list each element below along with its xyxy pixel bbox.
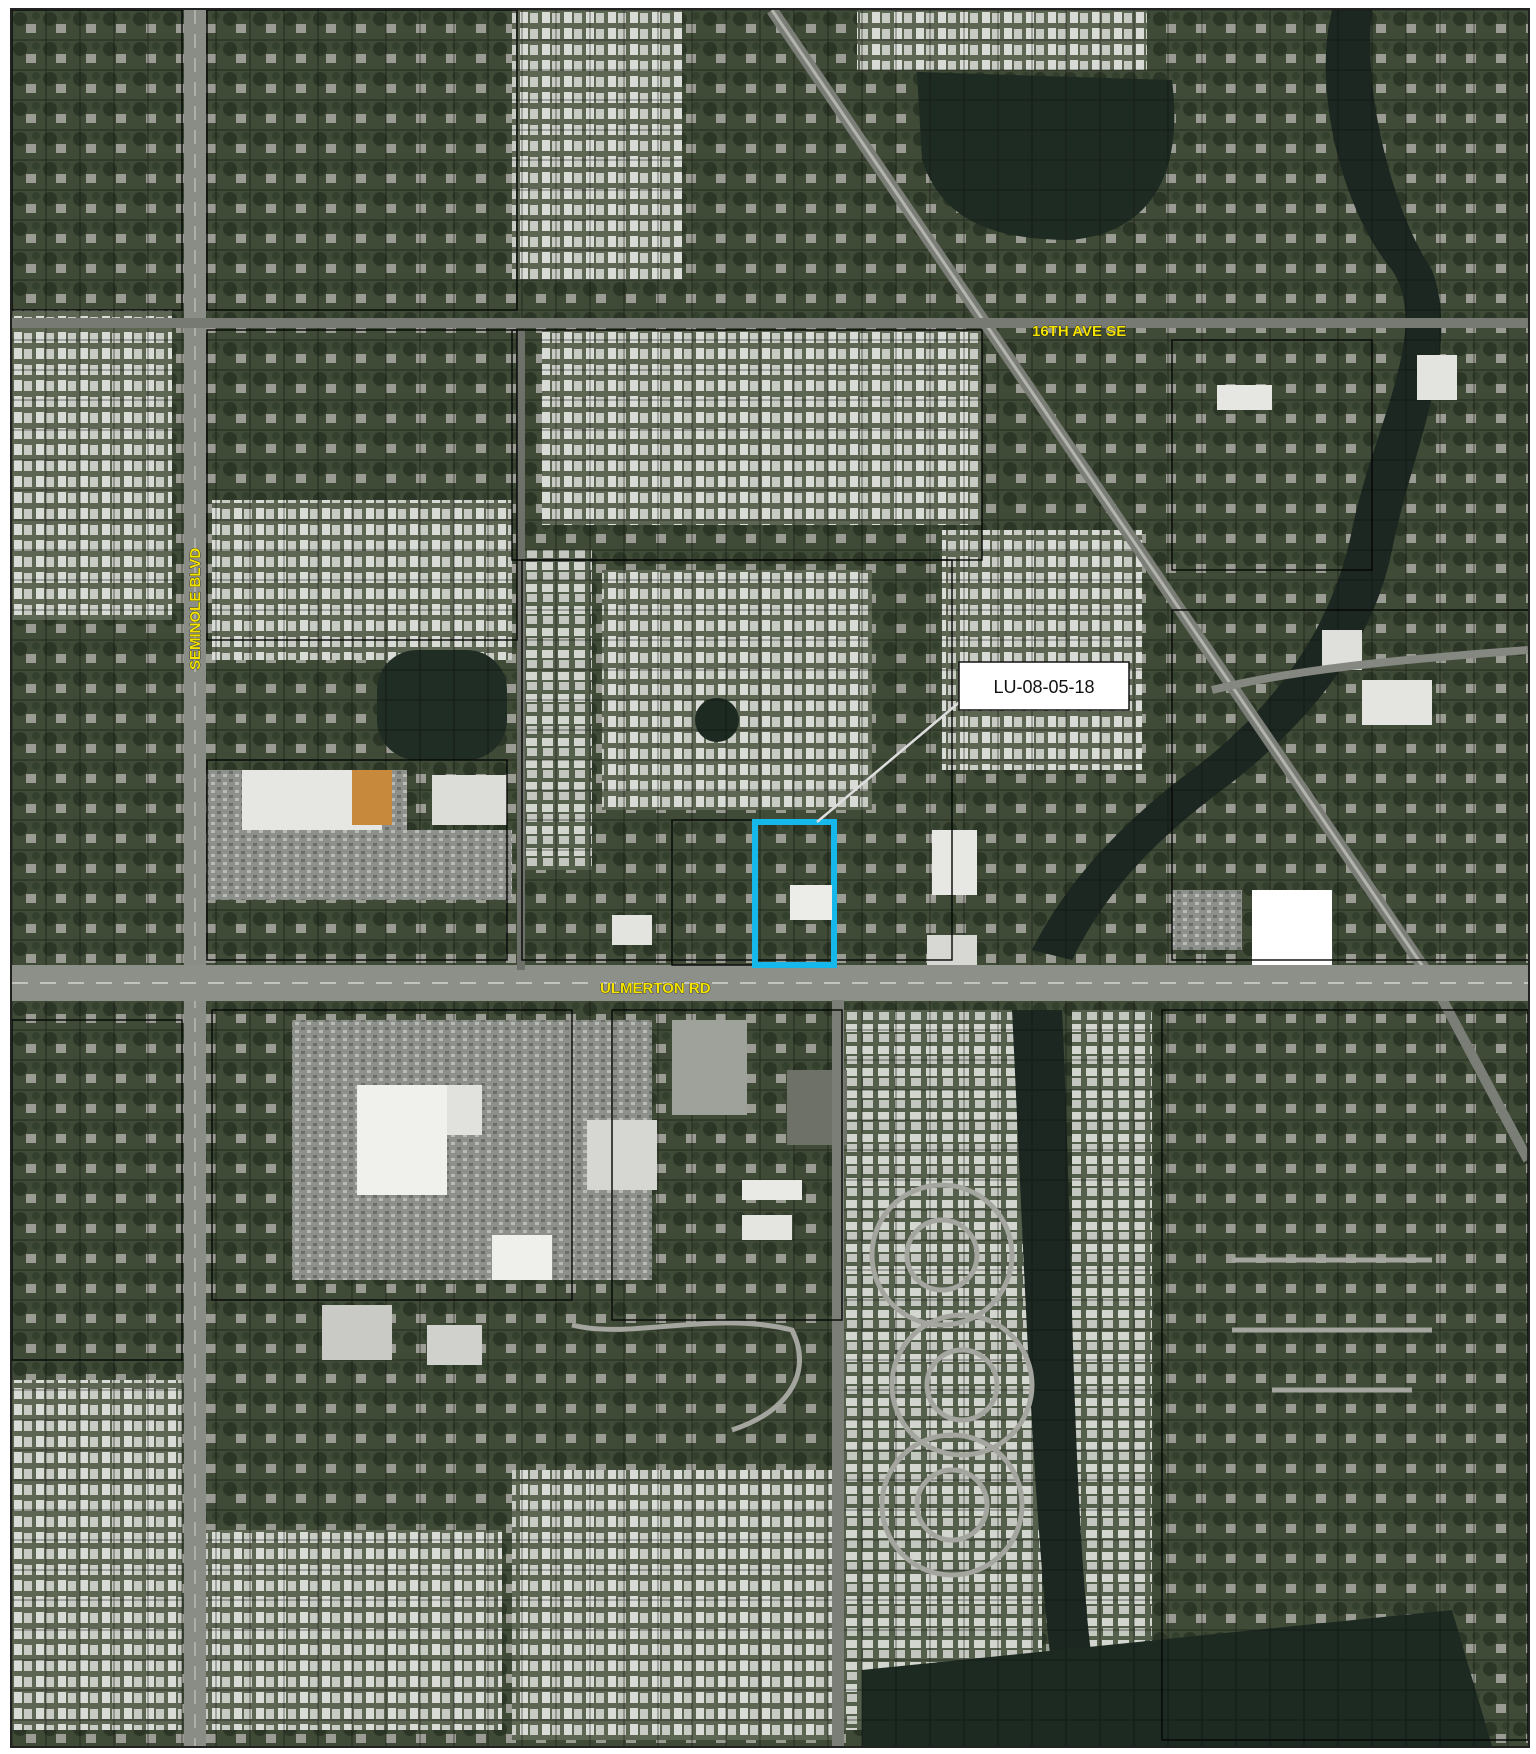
callout-label: LU-08-05-18: [993, 677, 1094, 697]
callout-leader-line: [816, 699, 963, 823]
subject-parcel-outline[interactable]: [752, 819, 837, 968]
road-label-ulmerton-rd: ULMERTON RD: [600, 980, 711, 997]
roads: [12, 10, 1528, 1746]
parcel-callout[interactable]: LU-08-05-18: [958, 661, 1130, 711]
subject-parcel-building: [790, 885, 832, 920]
road-label-seminole-blvd: SEMINOLE BLVD: [187, 548, 204, 670]
commercial-south: [292, 1020, 847, 1365]
road-label-16th-ave-se: 16TH AVE SE: [1032, 323, 1126, 340]
subdivision-loops: [571, 1182, 1432, 1578]
aerial-map[interactable]: LU-08-05-18 16TH AVE SE SEMINOLE BLVD UL…: [10, 8, 1530, 1748]
map-canvas: LU-08-05-18 16TH AVE SE SEMINOLE BLVD UL…: [12, 10, 1528, 1746]
